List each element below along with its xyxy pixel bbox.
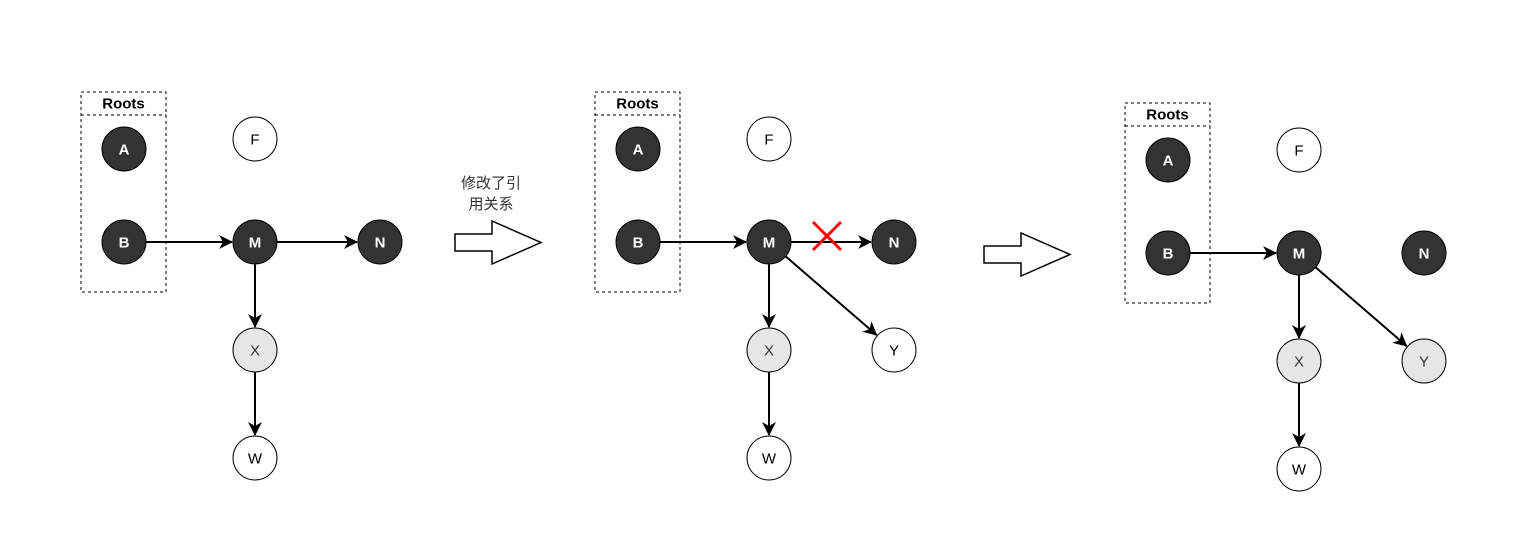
node-label: W	[1292, 462, 1307, 479]
node-F: F	[232, 116, 278, 162]
node-A: A	[1145, 137, 1191, 183]
node-circle	[357, 219, 403, 265]
node-label: X	[764, 343, 774, 360]
node-label: A	[119, 142, 130, 159]
node-label: B	[1163, 246, 1174, 263]
node-label: X	[1294, 354, 1304, 371]
node-B: B	[1145, 230, 1191, 276]
node-label: N	[889, 235, 900, 252]
roots-container	[1124, 102, 1211, 304]
block-arrow-icon	[454, 219, 543, 266]
node-W: W	[746, 435, 792, 481]
transition-label-line-2: 用关系	[468, 195, 513, 213]
roots-title: Roots	[616, 96, 659, 113]
node-A: A	[615, 126, 661, 172]
node-circle	[232, 116, 278, 162]
node-label: A	[1163, 153, 1174, 170]
node-label: N	[1419, 246, 1430, 263]
node-label: M	[249, 235, 262, 252]
node-label: M	[1293, 246, 1306, 263]
node-circle	[1276, 446, 1322, 492]
node-label: B	[119, 235, 130, 252]
node-label: A	[633, 142, 644, 159]
node-label: M	[763, 235, 776, 252]
edge-M-Y	[1314, 266, 1408, 347]
removed-reference-cross-icon	[811, 220, 843, 252]
node-circle	[101, 219, 147, 265]
edge-M-Y	[784, 255, 878, 336]
node-X: X	[232, 327, 278, 373]
roots-title: Roots	[1146, 107, 1189, 124]
node-circle	[1401, 338, 1447, 384]
node-label: N	[375, 235, 386, 252]
node-circle	[232, 435, 278, 481]
roots-title: Roots	[102, 96, 145, 113]
node-label: F	[250, 132, 259, 149]
node-A: A	[101, 126, 147, 172]
node-label: B	[633, 235, 644, 252]
node-B: B	[101, 219, 147, 265]
node-circle	[1276, 338, 1322, 384]
node-B: B	[615, 219, 661, 265]
node-label: Y	[889, 343, 899, 360]
node-W: W	[232, 435, 278, 481]
node-circle	[615, 126, 661, 172]
node-X: X	[1276, 338, 1322, 384]
node-circle	[871, 327, 917, 373]
node-circle	[615, 219, 661, 265]
node-F: F	[1276, 127, 1322, 173]
node-M: M	[232, 219, 278, 265]
node-circle	[1401, 230, 1447, 276]
node-circle	[232, 327, 278, 373]
roots-container	[80, 91, 167, 293]
node-label: W	[248, 451, 263, 468]
node-circle	[746, 116, 792, 162]
node-label: Y	[1419, 354, 1429, 371]
node-Y: Y	[1401, 338, 1447, 384]
node-circle	[746, 435, 792, 481]
node-N: N	[357, 219, 403, 265]
node-label: F	[764, 132, 773, 149]
transition-label-line-1: 修改了引	[461, 174, 521, 192]
node-N: N	[1401, 230, 1447, 276]
node-M: M	[1276, 230, 1322, 276]
node-circle	[1145, 137, 1191, 183]
node-circle	[1145, 230, 1191, 276]
node-label: W	[762, 451, 777, 468]
node-circle	[871, 219, 917, 265]
node-circle	[232, 219, 278, 265]
node-W: W	[1276, 446, 1322, 492]
node-N: N	[871, 219, 917, 265]
node-X: X	[746, 327, 792, 373]
node-label: X	[250, 343, 260, 360]
node-F: F	[746, 116, 792, 162]
block-arrow-icon	[983, 231, 1072, 278]
node-circle	[746, 219, 792, 265]
roots-container	[594, 91, 681, 293]
node-circle	[746, 327, 792, 373]
node-circle	[1276, 230, 1322, 276]
node-Y: Y	[871, 327, 917, 373]
node-M: M	[746, 219, 792, 265]
node-circle	[1276, 127, 1322, 173]
node-circle	[101, 126, 147, 172]
node-label: F	[1294, 143, 1303, 160]
